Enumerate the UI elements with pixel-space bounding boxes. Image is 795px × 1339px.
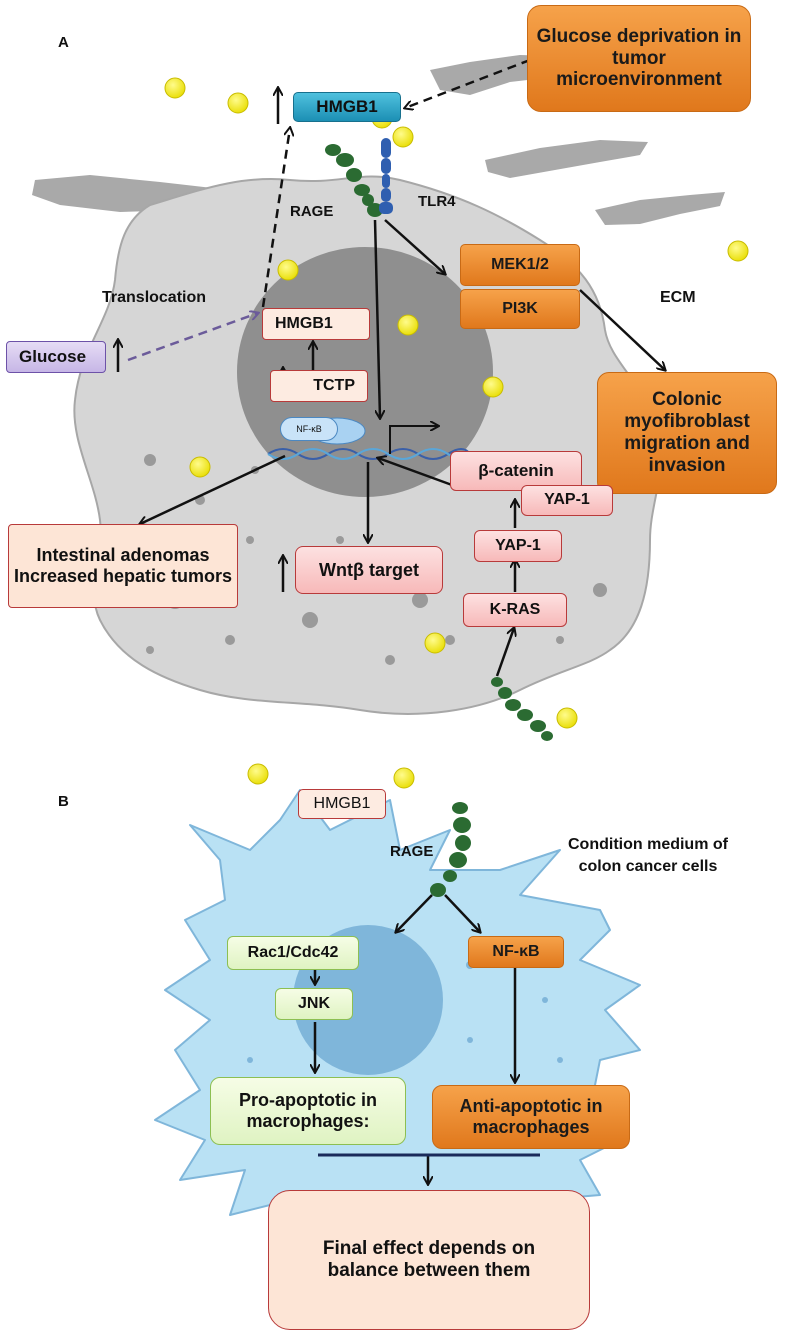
pi3k-box: PI3K — [460, 289, 580, 329]
panel-a-letter: A — [58, 34, 69, 51]
beta-catenin-box: β-catenin — [450, 451, 582, 491]
rage-receptor-a — [325, 144, 383, 217]
nfkb-oval-label: NF-κB — [280, 417, 338, 441]
rac1-cdc42-box: Rac1/Cdc42 — [227, 936, 359, 970]
mek-box: MEK1/2 — [460, 244, 580, 286]
final-effect-box: Final effect depends on balance between … — [268, 1190, 590, 1330]
colonic-myofibroblast-box: Colonic myofibroblast migration and inva… — [597, 372, 777, 494]
nfkb-box-b: NF-κB — [468, 936, 564, 968]
transcription-start-arrow — [389, 426, 438, 454]
glucose-box: Glucose — [6, 341, 106, 373]
anti-apoptotic-box: Anti-apoptotic in macrophages — [432, 1085, 630, 1149]
ecm-label: ECM — [660, 289, 696, 306]
tlr4-label: TLR4 — [418, 193, 456, 210]
hmgb1-box-b: HMGB1 — [298, 789, 386, 819]
hmgb1-extracellular-box: HMGB1 — [293, 92, 401, 122]
tlr4-receptor — [379, 138, 393, 214]
glucose-deprivation-box: Glucose deprivation in tumor microenviro… — [527, 5, 751, 112]
yap1-upper-box: YAP-1 — [521, 485, 613, 516]
glucose-translocation-arrow — [127, 313, 258, 362]
rage-receptor-b — [430, 802, 471, 897]
yap1-lower-box: YAP-1 — [474, 530, 562, 562]
fibroblast-shape-right-2 — [595, 192, 725, 225]
wnt-target-box: Wntβ target — [295, 546, 443, 594]
intestinal-adenomas-box: Intestinal adenomas Increased hepatic tu… — [8, 524, 238, 608]
jnk-box: JNK — [275, 988, 353, 1020]
rage-receptor-a-bottom — [491, 677, 553, 741]
hmgb1-nuclear-box: HMGB1 — [262, 308, 370, 340]
fibroblast-shape-right-1 — [485, 140, 648, 178]
pro-apoptotic-box: Pro-apoptotic in macrophages: — [210, 1077, 406, 1145]
dna-helix — [267, 448, 471, 460]
translocation-label: Translocation — [102, 289, 207, 306]
arrows-panel-b — [315, 894, 515, 1184]
tctp-box: TCTP — [270, 370, 368, 402]
glucose-particles-b — [247, 763, 415, 789]
condition-medium-label: Condition medium of colon cancer cells — [568, 836, 728, 875]
rage-label-b: RAGE — [390, 843, 434, 860]
rage-label-a: RAGE — [290, 203, 334, 220]
arrows-panel-a — [118, 58, 665, 677]
panel-b-letter: B — [58, 793, 69, 810]
kras-box: K-RAS — [463, 593, 567, 627]
